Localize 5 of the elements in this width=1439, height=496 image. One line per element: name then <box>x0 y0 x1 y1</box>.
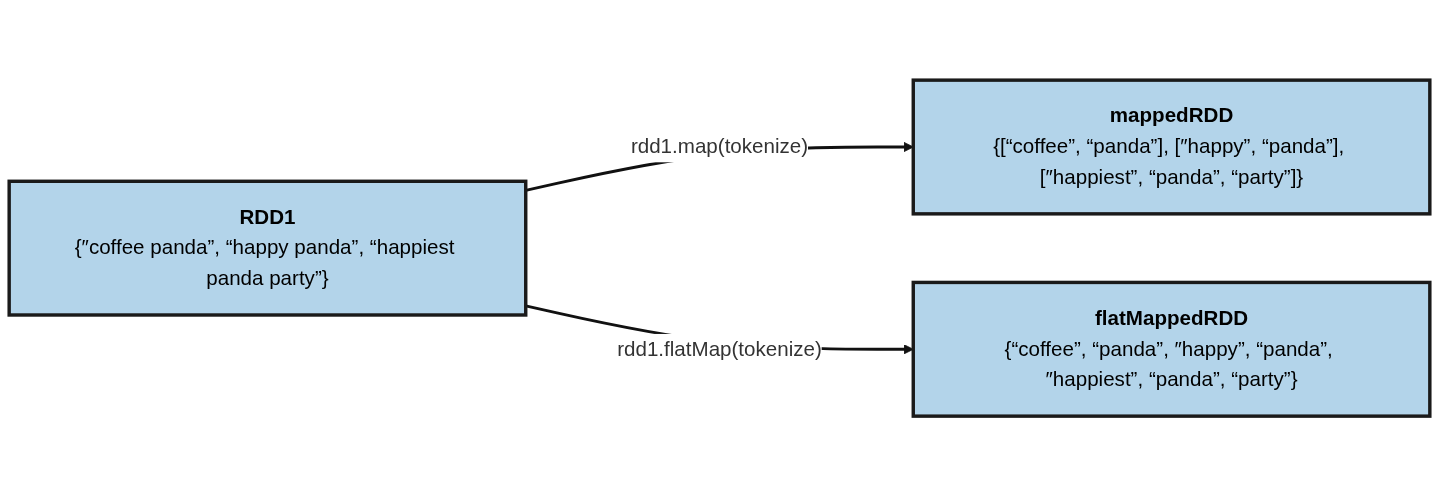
node-box: RDD1 {″coffee panda”, “happy panda”, “happiest panda party”} <box>7 179 528 317</box>
node-box: flatMappedRDD {“coffee”, “panda”, ″happy”, “panda”, ″happiest”, “panda”, “party”} <box>911 280 1432 418</box>
node-box: mappedRDD {[“coffee”, “panda”], [″happy”, “panda”], [″happiest”, “panda”, “party”]} <box>911 78 1432 216</box>
edge-label: rdd1.flatMap(tokenize) <box>617 337 822 360</box>
edge-label: rdd1.map(tokenize) <box>630 134 809 158</box>
